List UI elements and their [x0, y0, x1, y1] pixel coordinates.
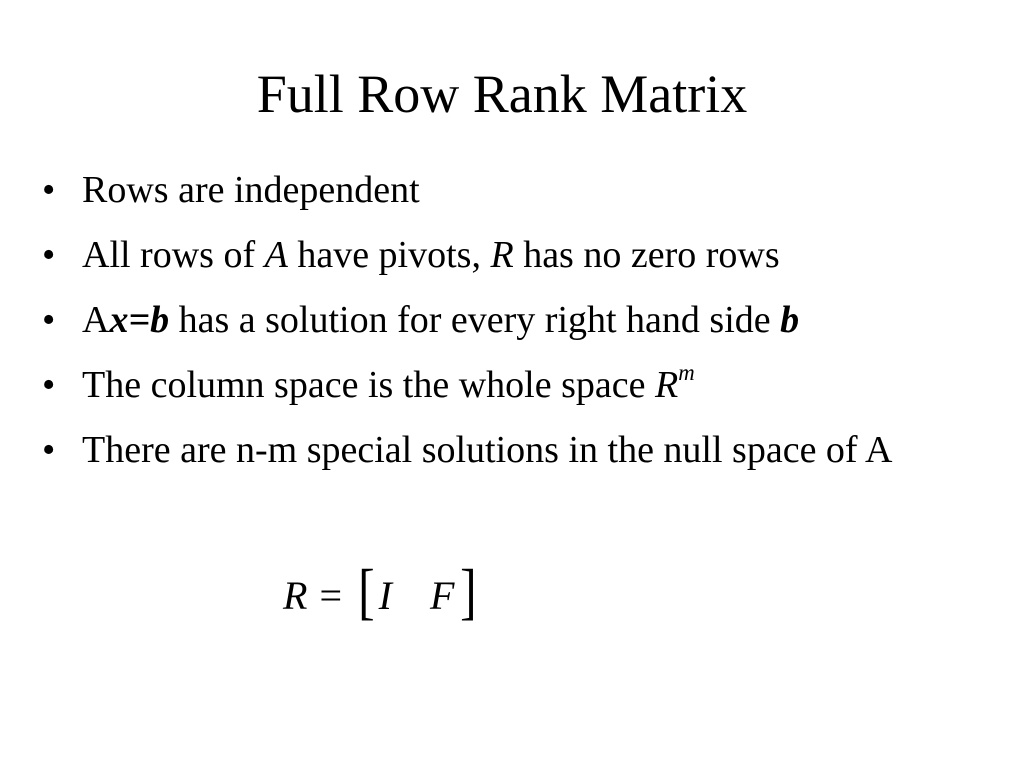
bullet-rows-independent: • Rows are independent	[42, 164, 982, 216]
bullet-all-rows-pivots: • All rows of A have pivots, R has no ze…	[42, 229, 982, 281]
bullet-text: have pivots,	[287, 234, 491, 276]
formula-entry-identity: I	[378, 572, 392, 618]
space-r-symbol: R	[654, 364, 679, 406]
bullet-special-solutions: • There are n-m special solutions in the…	[42, 424, 982, 476]
formula-close-bracket: ]	[460, 558, 478, 626]
bullet-list: • Rows are independent • All rows of A h…	[42, 164, 982, 489]
bullet-dot: •	[42, 234, 56, 276]
space-exponent-m: m	[678, 359, 695, 385]
bullet-text: has a solution for every right hand side	[169, 299, 781, 341]
vector-b-symbol: b	[780, 299, 800, 341]
rref-formula: R = [ I F ]	[283, 560, 479, 630]
slide-title: Full Row Rank Matrix	[256, 64, 748, 124]
bullet-text: The column space is the whole space	[82, 364, 655, 406]
bullet-dot: •	[42, 364, 56, 406]
bullet-text: has no zero rows	[513, 234, 780, 276]
bullet-column-space: • The column space is the whole space Rm	[42, 359, 982, 411]
bullet-text: Rows are independent	[82, 169, 420, 211]
matrix-a-symbol: A	[264, 234, 288, 276]
bullet-dot: •	[42, 299, 56, 341]
formula-matrix-entries: I F	[379, 572, 455, 619]
bullet-text: There are n-m special solutions in the n…	[82, 429, 893, 471]
bullet-dot: •	[42, 429, 56, 471]
bullet-text: All rows of	[82, 234, 265, 276]
formula-entry-free: F	[429, 572, 455, 618]
formula-open-bracket: [	[358, 558, 375, 626]
bullet-dot: •	[42, 169, 56, 211]
formula-lhs: R	[283, 572, 308, 618]
bullet-text: A	[82, 299, 110, 341]
bullet-ax-b-solution: • Ax=b has a solution for every right ha…	[42, 294, 982, 346]
equation-x-equals-b: x=b	[109, 299, 170, 341]
matrix-r-symbol: R	[490, 234, 514, 276]
formula-equals: =	[319, 572, 342, 618]
